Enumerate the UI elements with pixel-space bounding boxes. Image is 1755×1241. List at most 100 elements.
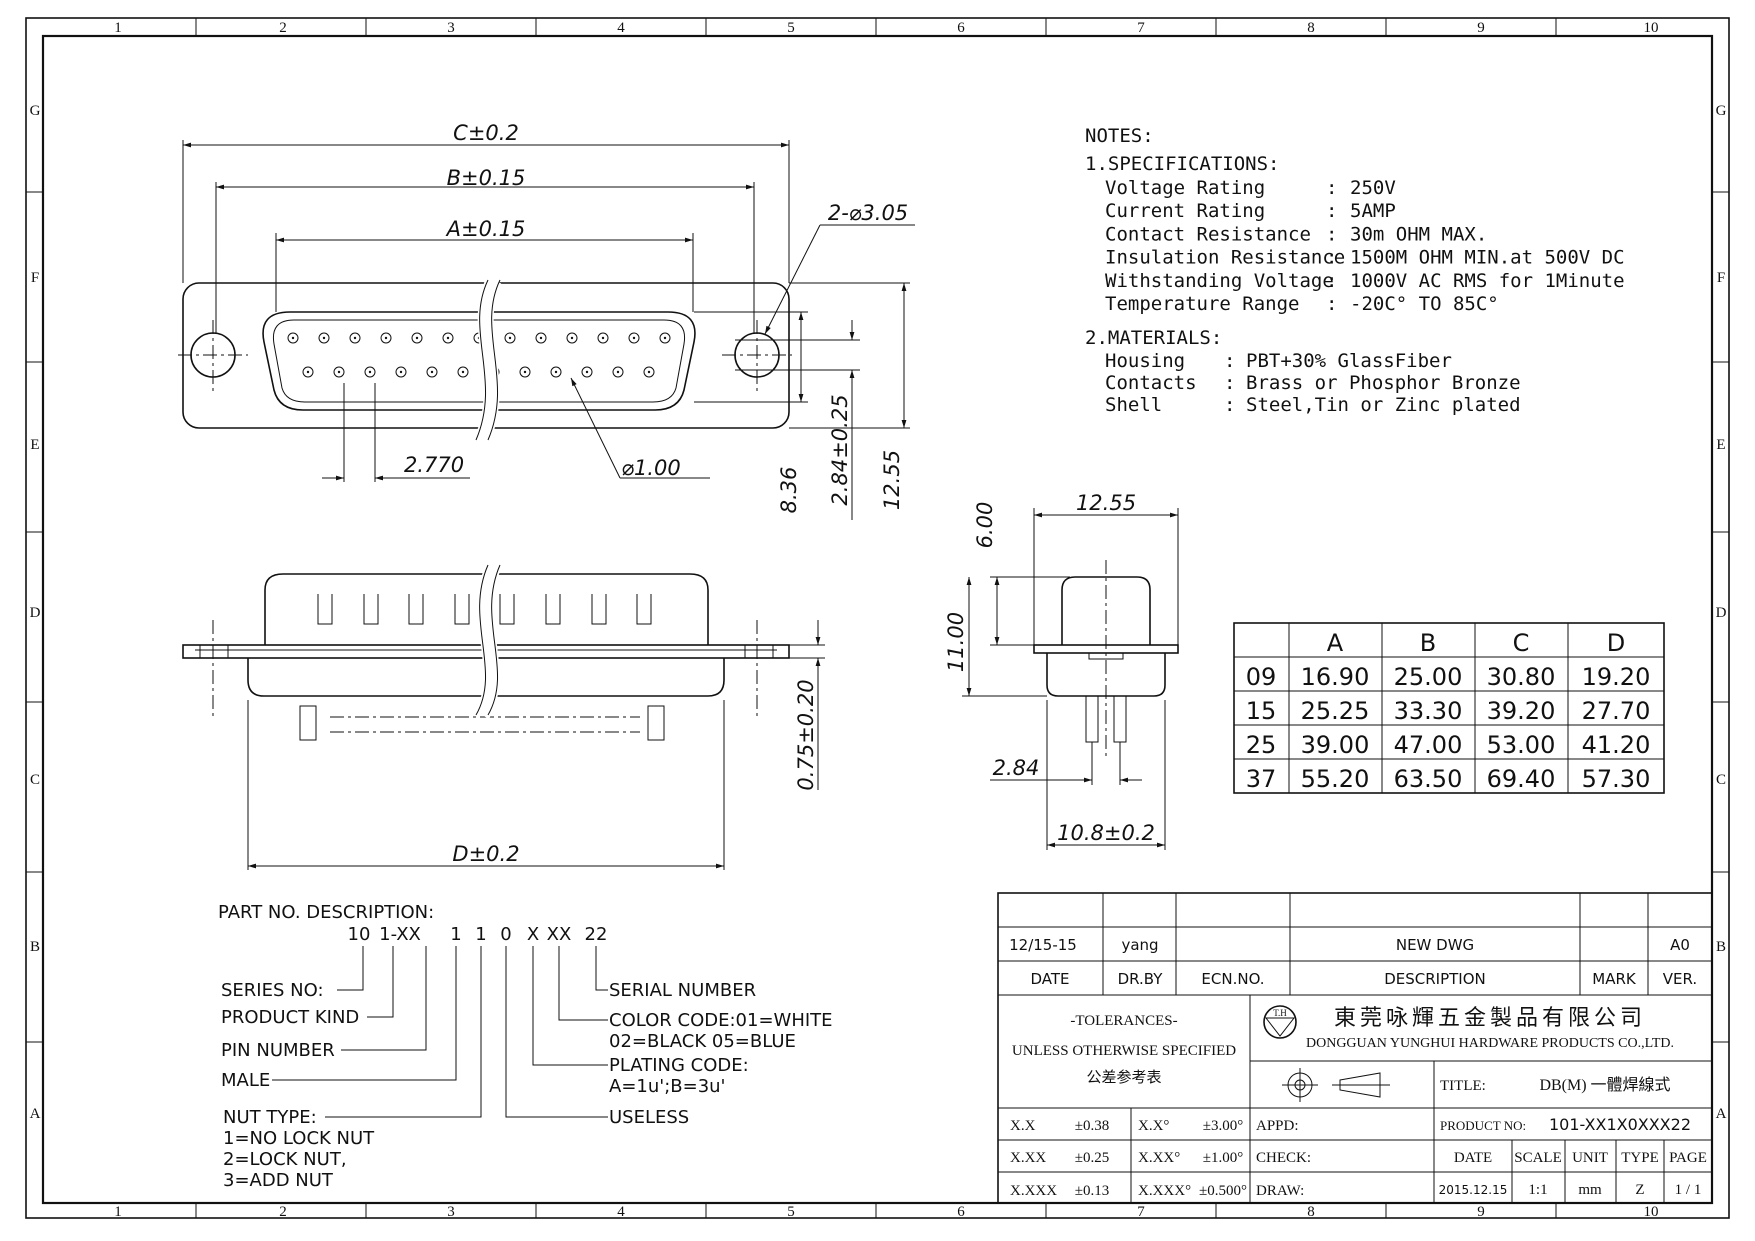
hdr-date: DATE xyxy=(1030,970,1069,988)
frame-column-ticks xyxy=(195,18,1557,1218)
hdr-ver: VER. xyxy=(1663,970,1697,988)
col-label: 2 xyxy=(279,20,287,36)
rev-by: yang xyxy=(1121,936,1158,954)
table-header-cell: B xyxy=(1420,629,1436,657)
dim-b: B±0.15 xyxy=(447,166,526,190)
draw-label: DRAW: xyxy=(1256,1183,1304,1199)
contact-slot xyxy=(591,594,607,625)
pin-bottom-row xyxy=(302,366,314,378)
notes-block: NOTES: 1.SPECIFICATIONS: Voltage Rating:… xyxy=(1085,125,1625,416)
table-cell: 09 xyxy=(1246,663,1277,691)
check-label: CHECK: xyxy=(1256,1150,1311,1166)
hdr-drby: DR.BY xyxy=(1118,970,1164,988)
tail-right xyxy=(1113,695,1127,743)
dim-pitch: 2.770 xyxy=(404,453,464,477)
date-value: 2015.12.15 xyxy=(1439,1183,1508,1197)
col-label: 5 xyxy=(787,20,795,36)
right-label: COLOR CODE:01=WHITE xyxy=(609,1010,833,1031)
material-label: Housing xyxy=(1105,350,1185,372)
table-cell: 19.20 xyxy=(1582,663,1651,691)
unit-value: mm xyxy=(1578,1182,1602,1198)
row-label: F xyxy=(1717,270,1725,286)
table-cell: 37 xyxy=(1246,765,1277,793)
left-label: PRODUCT KIND xyxy=(221,1007,359,1028)
material-label: Contacts xyxy=(1105,372,1197,394)
row-label: E xyxy=(30,437,39,453)
spec-label: Temperature Range xyxy=(1105,293,1299,315)
type-header: TYPE xyxy=(1621,1150,1659,1166)
row-label: F xyxy=(31,270,39,286)
page-header: PAGE xyxy=(1669,1150,1707,1166)
code-seg: 1 xyxy=(450,924,461,945)
row-label: G xyxy=(1716,103,1727,119)
table-cell: 30.80 xyxy=(1487,663,1556,691)
contact-slot xyxy=(499,594,515,625)
connector-top-view: C±0.2 B±0.15 A±0.15 2-⌀3.05 2.770 ⌀1.00 … xyxy=(178,121,915,520)
pin-bottom-row xyxy=(581,366,593,378)
row-label: B xyxy=(30,939,40,955)
contact-slot xyxy=(363,594,379,625)
row-label: C xyxy=(1716,772,1726,788)
company-name-en: DONGGUAN YUNGHUI HARDWARE PRODUCTS CO.,L… xyxy=(1306,1036,1674,1051)
spec-sep: : xyxy=(1326,270,1337,292)
table-cell: 53.00 xyxy=(1487,731,1556,759)
notes-heading: NOTES: xyxy=(1085,125,1154,147)
pin-top-row xyxy=(504,332,516,344)
col-label: 5 xyxy=(787,1204,795,1220)
unit-header: UNIT xyxy=(1572,1150,1608,1166)
pin-bottom-row xyxy=(612,366,624,378)
spec-sep: : xyxy=(1326,293,1337,315)
col-label: 2 xyxy=(279,1204,287,1220)
tol-row: ±1.00° xyxy=(1203,1150,1243,1166)
dim-side-width: 12.55 xyxy=(1076,491,1136,515)
table-cell: 57.30 xyxy=(1582,765,1651,793)
hdr-desc: DESCRIPTION xyxy=(1384,970,1486,988)
tol-row: ±0.38 xyxy=(1075,1118,1109,1134)
spec-value: -20C° TO 85C° xyxy=(1350,293,1499,315)
contact-slots xyxy=(317,594,652,625)
appd-label: APPD: xyxy=(1256,1118,1299,1134)
scale-header: SCALE xyxy=(1514,1150,1562,1166)
tolerance-note: UNLESS OTHERWISE SPECIFIED xyxy=(1012,1043,1236,1059)
rev-desc: NEW DWG xyxy=(1396,936,1474,954)
product-value: 101-XX1X0XXX22 xyxy=(1549,1115,1691,1134)
table-cell: 69.40 xyxy=(1487,765,1556,793)
spec-sep: : xyxy=(1326,223,1337,245)
contact-slot xyxy=(545,594,561,625)
pin-bottom-row xyxy=(457,366,469,378)
material-value: Steel,Tin or Zinc plated xyxy=(1246,394,1521,416)
left-label: 1=NO LOCK NUT xyxy=(223,1128,375,1149)
row-label: A xyxy=(1716,1106,1727,1122)
material-label: Shell xyxy=(1105,394,1162,416)
table-header-cell: D xyxy=(1607,629,1625,657)
col-label: 3 xyxy=(447,1204,455,1220)
code-seg: 10 xyxy=(348,924,371,945)
pin-bottom-row xyxy=(395,366,407,378)
code-seg: 22 xyxy=(585,924,608,945)
tol-row: X.XXX xyxy=(1010,1183,1057,1199)
material-value: PBT+30% GlassFiber xyxy=(1246,350,1452,372)
dim-d: D±0.2 xyxy=(452,842,519,866)
pin-bottom-row xyxy=(643,366,655,378)
left-label: 3=ADD NUT xyxy=(223,1170,334,1191)
spec-label: Insulation Resistance xyxy=(1105,247,1345,269)
rev-date: 12/15-15 xyxy=(1009,936,1077,954)
pin-top-row xyxy=(628,332,640,344)
table-cell: 41.20 xyxy=(1582,731,1651,759)
pin-top-row xyxy=(349,332,361,344)
pin-bottom-row xyxy=(519,366,531,378)
material-sep: : xyxy=(1224,372,1235,394)
spec-heading: 1.SPECIFICATIONS: xyxy=(1085,153,1279,175)
pin-bottom-row xyxy=(426,366,438,378)
dim-600: 6.00 xyxy=(973,502,997,549)
right-label: USELESS xyxy=(609,1107,689,1128)
spec-label: Current Rating xyxy=(1105,200,1265,222)
spec-sep: : xyxy=(1326,177,1337,199)
pin-top-row xyxy=(597,332,609,344)
col-label: 3 xyxy=(447,20,455,36)
spec-sep: : xyxy=(1326,200,1337,222)
table-header-cell: A xyxy=(1327,629,1344,657)
pin-top-row xyxy=(287,332,299,344)
table-cell: 25.00 xyxy=(1394,663,1463,691)
